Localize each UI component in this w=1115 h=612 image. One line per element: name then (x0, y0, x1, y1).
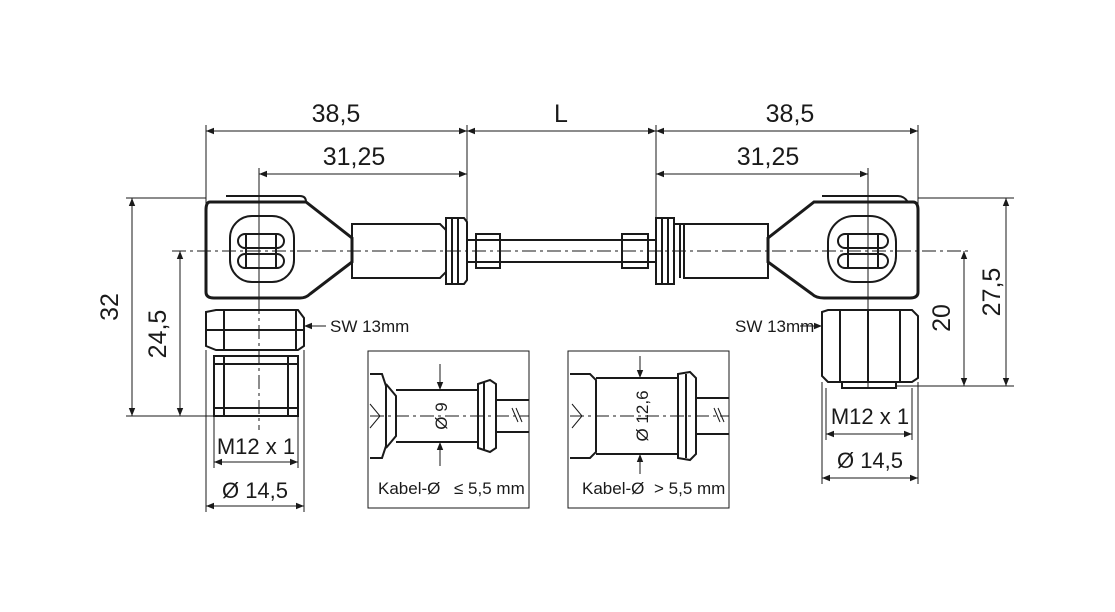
dim-right-wrench-label: SW 13mm (735, 317, 814, 336)
dim-right-nut-dia-label: Ø 14,5 (837, 448, 903, 473)
detail-large-cable: Ø 12,6 Kabel-Ø > 5,5 mm (567, 350, 730, 509)
detail-small-diameter: Ø 9 (432, 402, 451, 429)
dim-left-overall-label: 38,5 (312, 100, 361, 128)
dim-right-overall-label: 38,5 (766, 100, 815, 128)
dim-left-thread-label: M12 x 1 (217, 434, 295, 459)
side-dimensions: 32 24,5 27,5 20 SW 13mm SW 13mm (96, 197, 1014, 417)
detail-small-cable: Ø 9 Kabel-Ø ≤ 5,5 mm (367, 350, 530, 509)
cable (172, 233, 970, 269)
dim-right-body-label: 31,25 (737, 143, 800, 171)
dim-right-thread-label: M12 x 1 (831, 404, 909, 429)
dim-left-center-height-label: 24,5 (144, 310, 172, 359)
bottom-dimensions: M12 x 1 Ø 14,5 M12 x 1 Ø 14,5 (205, 350, 919, 512)
dim-left-wrench-label: SW 13mm (330, 317, 409, 336)
detail-small-cable-label: Kabel-Ø (378, 479, 440, 498)
top-dimensions: 38,5 L 38,5 31,25 31,25 (205, 100, 919, 300)
dim-left-body-label: 31,25 (323, 143, 386, 171)
detail-large-cable-range: > 5,5 mm (654, 479, 725, 498)
dim-right-height-label: 27,5 (978, 268, 1006, 317)
dim-cable-length-label: L (554, 100, 568, 128)
detail-large-cable-label: Kabel-Ø (582, 479, 644, 498)
detail-small-frame (367, 350, 530, 509)
left-connector (204, 195, 501, 430)
detail-small-cable-range: ≤ 5,5 mm (454, 479, 525, 498)
dim-left-height-label: 32 (96, 293, 124, 321)
right-connector (655, 195, 920, 392)
detail-large-diameter: Ø 12,6 (633, 390, 652, 441)
dim-left-nut-dia-label: Ø 14,5 (222, 478, 288, 503)
detail-large-frame (567, 350, 730, 509)
dim-right-center-height-label: 20 (928, 304, 956, 332)
